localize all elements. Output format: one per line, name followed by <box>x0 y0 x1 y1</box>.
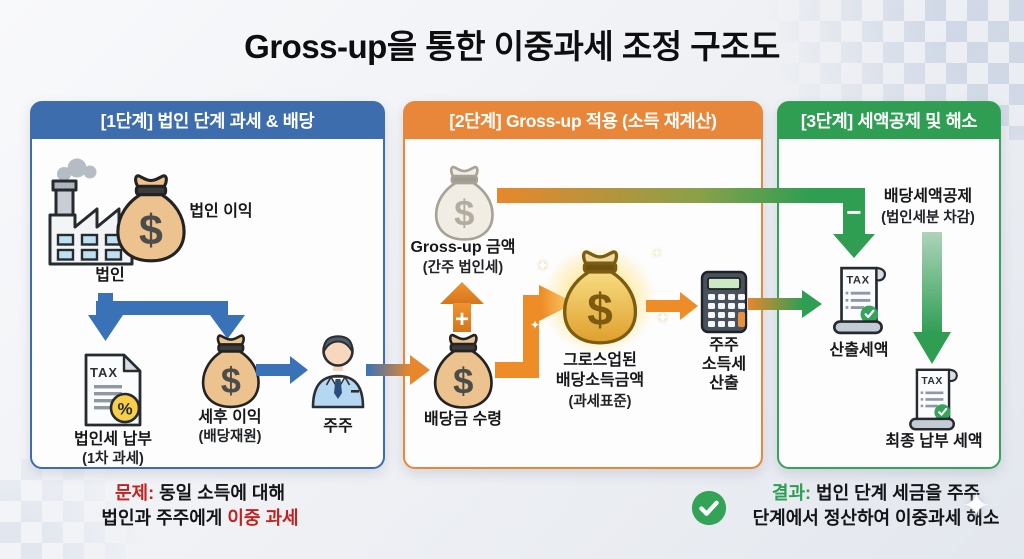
result-label: 결과: <box>771 483 812 503</box>
problem-line2-highlight: 이중 과세 <box>227 508 299 528</box>
page-title: Gross-up을 통한 이중과세 조정 구조도 <box>244 28 780 65</box>
corporate-tax-document-icon: TAX % <box>84 353 142 427</box>
calculator-icon <box>700 270 748 334</box>
result-line2: 단계에서 정산하여 이중과세 해소 <box>728 506 1024 531</box>
branch-arrow <box>88 293 245 341</box>
stage3-header: [3단계] 세액공제 및 해소 <box>778 102 1000 139</box>
result-line1-text: 법인 단계 세금을 주주 <box>811 483 981 503</box>
grossup-deduction-flow-arrow: − <box>497 188 875 258</box>
tax-text: TAX <box>846 275 869 287</box>
stage3-panel: [3단계] 세액공제 및 해소 <box>777 101 1001 469</box>
shareholder-label: 주주 <box>323 418 353 435</box>
after-tax-profit-moneybag-icon: $ <box>201 334 260 409</box>
final-tax-scroll-icon: TAX <box>909 368 958 431</box>
credit-applied-down-arrow <box>913 232 951 364</box>
percent-badge <box>109 392 141 424</box>
grossup-ghost-moneybag-icon: $ <box>434 165 494 241</box>
corporate-profit-moneybag-icon: $ <box>116 174 186 263</box>
shareholder-person-icon <box>311 335 365 409</box>
dollar-sign: $ <box>587 284 612 335</box>
result-check-icon <box>691 490 727 526</box>
factory-icon <box>48 158 134 266</box>
grossed-dividend-label-line2: 배당소득금액 <box>555 372 645 389</box>
after-tax-profit-label: 세후 이익 <box>198 409 262 426</box>
shareholder-incometax-label-line1: 주주 <box>709 337 739 354</box>
dividend-received-label: 배당금 수령 <box>423 411 503 428</box>
after-tax-profit-sublabel: (배당재원) <box>198 429 262 445</box>
sparkle-icon: ✦ <box>652 246 663 260</box>
sparkle-icon: ✦ <box>962 487 991 525</box>
problem-line1-text: 동일 소득에 대해 <box>154 483 286 503</box>
dividend-tax-credit-label: 배당세액공제 <box>883 188 973 205</box>
dollar-sign: $ <box>139 206 163 254</box>
shareholder-incometax-label-line2: 소득세 <box>701 356 747 373</box>
grossed-dividend-sublabel: (과세표준) <box>568 394 632 410</box>
problem-line2-text: 법인과 주주에게 <box>101 508 228 528</box>
arrow-calculator-to-computed-tax <box>748 290 822 318</box>
grossup-amount-sublabel: (간주 법인세) <box>422 260 504 276</box>
corporation-label: 법인 <box>95 267 125 284</box>
dollar-sign: $ <box>453 360 473 401</box>
grossup-add-arrow: + <box>440 282 484 332</box>
result-line1: 결과: 법인 단계 세금을 주주 <box>728 481 1024 506</box>
dividend-tax-credit-sublabel: (법인세분 차감) <box>881 210 975 226</box>
grossed-dividend-label-line1: 그로스업된 <box>563 352 637 369</box>
problem-line2: 법인과 주주에게 이중 과세 <box>70 506 330 531</box>
problem-note: 문제: 동일 소득에 대해 법인과 주주에게 이중 과세 <box>70 481 330 531</box>
corporate-tax-sublabel: (1차 과세) <box>82 451 144 467</box>
computed-tax-scroll-icon: TAX <box>832 266 887 335</box>
dividend-received-moneybag-icon: $ <box>433 333 493 409</box>
grossup-amount-label: Gross-up 금액 <box>410 239 516 256</box>
sparkle-icon: ✦ <box>530 318 541 332</box>
arrow-shareholder-to-dividend <box>366 355 430 385</box>
dollar-sign: $ <box>454 192 474 233</box>
grossed-gold-moneybag-icon: $ <box>562 250 638 345</box>
arrow-grossed-to-calculator <box>646 292 698 320</box>
dollar-sign: $ <box>221 361 241 401</box>
stage2-header: [2단계] Gross-up 적용 (소득 재계산) <box>404 102 762 139</box>
tax-text: TAX <box>90 365 118 380</box>
final-tax-label: 최종 납부 세액 <box>885 433 983 450</box>
computed-tax-label: 산출세액 <box>829 342 889 359</box>
result-note: 결과: 법인 단계 세금을 주주 단계에서 정산하여 이중과세 해소 <box>728 481 1024 531</box>
corporate-tax-label: 법인세 납부 <box>73 431 153 448</box>
tax-text: TAX <box>921 376 942 387</box>
problem-line1: 문제: 동일 소득에 대해 <box>70 481 330 506</box>
plus-sign: + <box>455 306 469 332</box>
corporate-profit-label: 법인 이익 <box>189 203 253 220</box>
arrow-bag-to-shareholder <box>256 356 308 384</box>
result-line2-text: 단계에서 정산하여 이중과세 해소 <box>752 508 1000 528</box>
sparkle-icon: ✦ <box>656 310 670 327</box>
stage1-header: [1단계] 법인 단계 과세 & 배당 <box>31 102 384 139</box>
percent-sign: % <box>117 400 132 419</box>
sparkle-icon: ✦ <box>536 258 550 275</box>
shareholder-incometax-label-line3: 산출 <box>709 375 739 392</box>
problem-label: 문제: <box>114 483 155 503</box>
minus-sign: − <box>846 197 861 227</box>
